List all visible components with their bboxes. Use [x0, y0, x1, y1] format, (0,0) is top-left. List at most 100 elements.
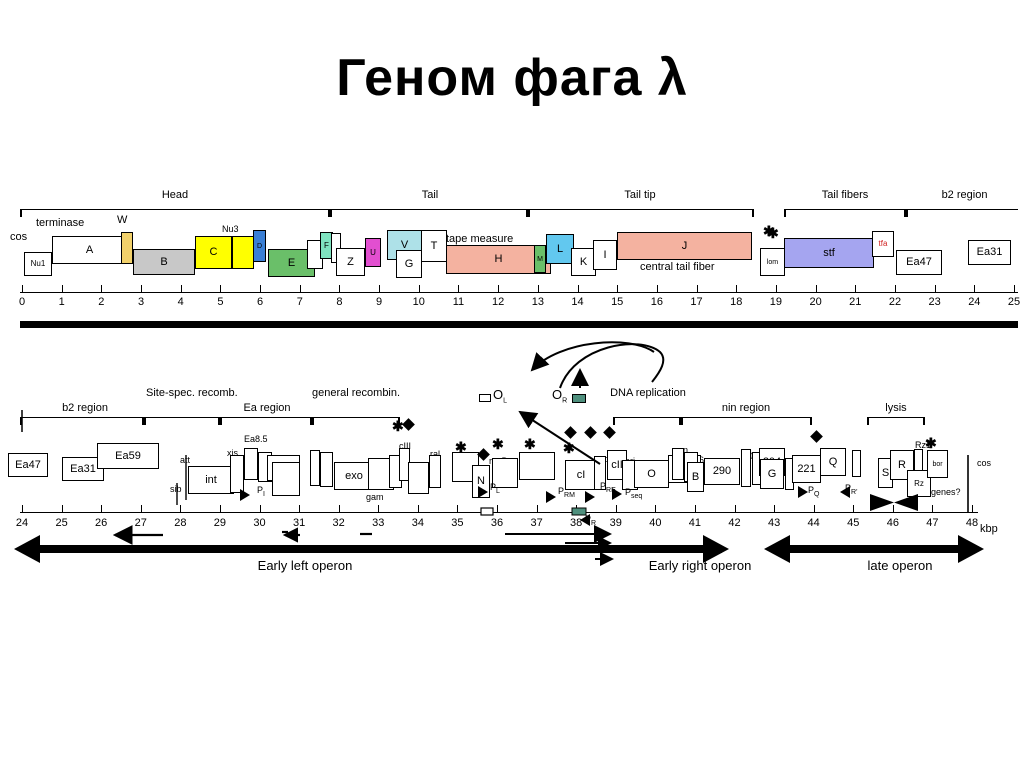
- axis-tick-label: 46: [886, 517, 899, 529]
- gene-box-ea47: Ea47: [8, 453, 48, 477]
- axis-tick-label: 20: [809, 296, 822, 308]
- promoter-label-prm: PRM: [558, 486, 575, 499]
- axis-tick-label: 24: [15, 517, 29, 529]
- gene-box-m: M: [534, 245, 546, 273]
- axis-tick-label: 3: [137, 296, 145, 308]
- region-bracket-tail-tip: [528, 209, 754, 217]
- operator-or-box: [572, 394, 586, 403]
- gene-box-w: [121, 232, 133, 264]
- axis-tick-label: 47: [926, 517, 939, 529]
- top-orientation-bar: [20, 321, 1018, 328]
- gene-box-c: C: [195, 236, 232, 269]
- diamond-marker: [477, 448, 490, 461]
- axis-tick-label: 42: [728, 517, 741, 529]
- gene-box-ea31: Ea31: [968, 240, 1011, 265]
- axis-tick: [101, 505, 103, 513]
- axis-tick-label: 13: [531, 296, 544, 308]
- axis-tick: [736, 285, 738, 293]
- region-label-b2-bottom: b2 region: [62, 402, 108, 414]
- region-label-b2: b2 region: [941, 189, 988, 201]
- gene-box-l: L: [546, 234, 574, 264]
- axis-tick: [617, 285, 619, 293]
- axis-tick-label: 10: [412, 296, 425, 308]
- axis-tick: [694, 505, 696, 513]
- axis-tick-label: 48: [965, 517, 979, 529]
- axis-tick-label: 30: [253, 517, 266, 529]
- axis-tick-label: 24: [968, 296, 981, 308]
- axis-tick-label: 17: [690, 296, 703, 308]
- region-bracket-tail-fibers: [784, 209, 906, 217]
- star-marker: ✱: [763, 223, 775, 239]
- axis-tick: [892, 505, 894, 513]
- gene-box-u: U: [365, 238, 381, 267]
- axis-tick: [815, 285, 817, 293]
- axis-tick-label: 38: [570, 517, 583, 529]
- star-marker: ✱: [392, 418, 404, 434]
- region-label-nin: nin region: [721, 402, 771, 414]
- gene-box-earb: [408, 462, 429, 494]
- diamond-marker: [564, 426, 577, 439]
- gene-box-g: G: [760, 459, 784, 489]
- gene-box-n: N: [472, 465, 490, 498]
- axis-tick: [61, 285, 63, 293]
- axis-tick: [853, 505, 855, 513]
- axis-tick: [696, 285, 698, 293]
- axis-tick: [498, 285, 500, 293]
- gene-box-rexb: [492, 458, 518, 488]
- axis-tick: [972, 505, 973, 513]
- axis-tick: [417, 505, 419, 513]
- map-label-ea85: Ea8.5: [244, 434, 268, 444]
- region-bracket-ea: [220, 417, 312, 425]
- star-marker: ✱: [925, 435, 937, 451]
- axis-tick-label: 36: [490, 517, 504, 529]
- top-axis-line: [20, 292, 1018, 293]
- axis-tick-label: 16: [650, 296, 663, 308]
- gene-box-i: I: [593, 240, 617, 270]
- region-bracket-site-spec: [144, 417, 220, 425]
- axis-tick-label: 19: [769, 296, 783, 308]
- promoter-label-pre: PRE: [600, 481, 616, 494]
- region-bracket-dna-replication: [613, 417, 681, 425]
- axis-tick: [22, 285, 23, 293]
- axis-tick-label: 32: [332, 517, 345, 529]
- promoter-label-pseq: Pseq: [625, 487, 643, 500]
- axis-tick-label: 9: [376, 296, 383, 308]
- gene-box-xis: [230, 455, 244, 493]
- axis-tick: [259, 505, 261, 513]
- gene-box-stf: stf: [784, 238, 874, 268]
- region-label-tail-fibers: Tail fibers: [821, 189, 869, 201]
- region-bracket-head: [20, 209, 330, 217]
- gene-box-290: 290: [704, 458, 740, 485]
- axis-tick: [219, 505, 221, 513]
- axis-tick: [180, 505, 182, 513]
- axis-tick: [339, 285, 341, 293]
- axis-tick-label: 23: [928, 296, 941, 308]
- bottom-gene-boxes: Ea47Ea31Ea59intEa22exoNcIcIIOPB290204G22…: [0, 0, 1024, 498]
- axis-tick: [656, 285, 658, 293]
- promoter-label-pq: PQ: [808, 485, 820, 498]
- label-central-tail-fiber: central tail fiber: [640, 261, 715, 273]
- operon-label-late: late operon: [867, 558, 933, 573]
- map-label-xis: xis: [227, 448, 238, 458]
- axis-tick: [378, 505, 380, 513]
- axis-tick-label: 43: [767, 517, 781, 529]
- gene-box-b: B: [133, 249, 195, 275]
- gene-box-ea85: [244, 448, 258, 480]
- diamond-marker: [810, 430, 823, 443]
- gene-box-t: T: [421, 230, 447, 262]
- gene-box-ren: [672, 448, 684, 480]
- region-label-dna-replication: DNA replication: [610, 387, 686, 399]
- region-label-tail-tip: Tail tip: [624, 189, 656, 201]
- star-marker: ✱: [524, 436, 536, 452]
- axis-tick-label: 7: [296, 296, 303, 308]
- axis-tick-label: 26: [95, 517, 108, 529]
- axis-tick: [260, 285, 262, 293]
- axis-tick: [537, 285, 539, 293]
- axis-tick: [855, 285, 857, 293]
- label-operator-or: OR: [552, 387, 568, 405]
- axis-tick: [379, 285, 381, 293]
- axis-tick-label: 29: [213, 517, 227, 529]
- gene-box-b2: [272, 462, 300, 496]
- axis-tick: [140, 505, 142, 513]
